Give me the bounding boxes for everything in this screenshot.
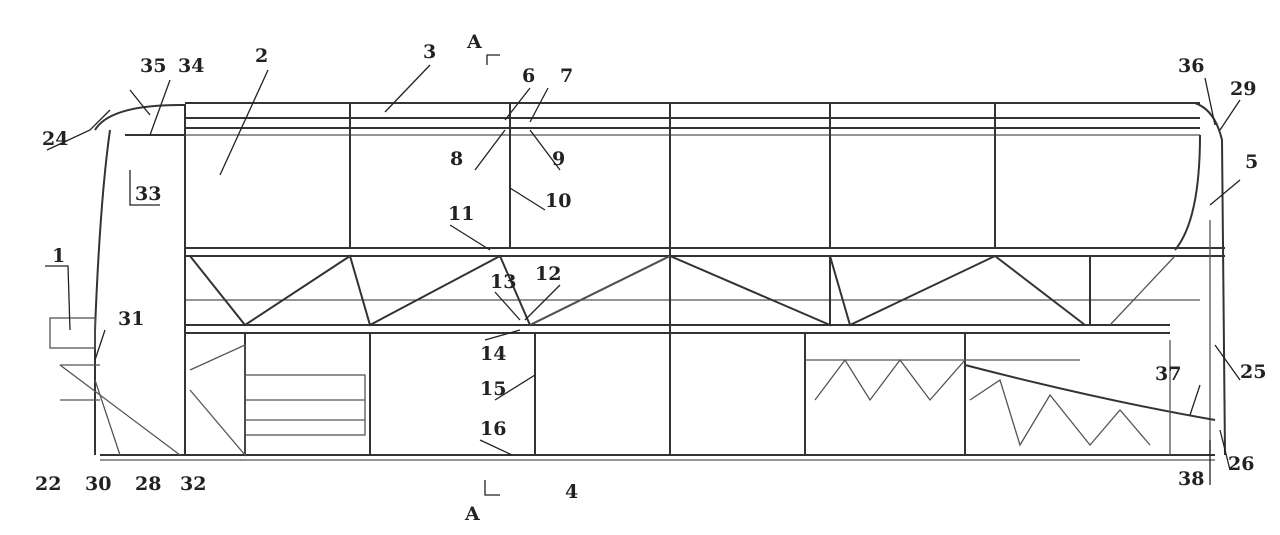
label-37: 37 <box>1155 363 1181 385</box>
label-14: 14 <box>480 343 506 365</box>
label-5: 5 <box>1245 151 1258 173</box>
label-25: 25 <box>1240 361 1266 383</box>
label-31: 31 <box>118 308 144 330</box>
label-16: 16 <box>480 418 506 440</box>
label-22: 22 <box>35 473 61 495</box>
label-29: 29 <box>1230 78 1256 100</box>
label-10: 10 <box>545 190 571 212</box>
label-11: 11 <box>448 203 474 225</box>
label-24: 24 <box>42 128 68 150</box>
label-4: 4 <box>565 481 578 503</box>
label-13: 13 <box>490 271 516 293</box>
label-1: 1 <box>52 245 65 267</box>
label-26: 26 <box>1228 453 1254 475</box>
part-labels: 1 2 3 4 5 6 7 8 9 10 11 12 13 14 15 16 2… <box>35 31 1266 525</box>
label-36: 36 <box>1178 55 1204 77</box>
label-34: 34 <box>178 55 204 77</box>
label-38: 38 <box>1178 468 1204 490</box>
label-33: 33 <box>135 183 161 205</box>
label-15: 15 <box>480 378 506 400</box>
section-mark-top: A <box>466 31 482 53</box>
bus-body-frame <box>49 54 1226 496</box>
label-35: 35 <box>140 55 166 77</box>
label-28: 28 <box>135 473 161 495</box>
label-8: 8 <box>450 148 463 170</box>
label-2: 2 <box>255 45 268 67</box>
label-3: 3 <box>423 41 436 63</box>
label-6: 6 <box>522 65 535 87</box>
label-30: 30 <box>85 473 111 495</box>
section-mark-bottom: A <box>464 503 480 525</box>
leader-lines <box>45 64 1241 485</box>
label-32: 32 <box>180 473 206 495</box>
label-12: 12 <box>535 263 561 285</box>
label-7: 7 <box>560 65 573 87</box>
label-9: 9 <box>552 148 565 170</box>
